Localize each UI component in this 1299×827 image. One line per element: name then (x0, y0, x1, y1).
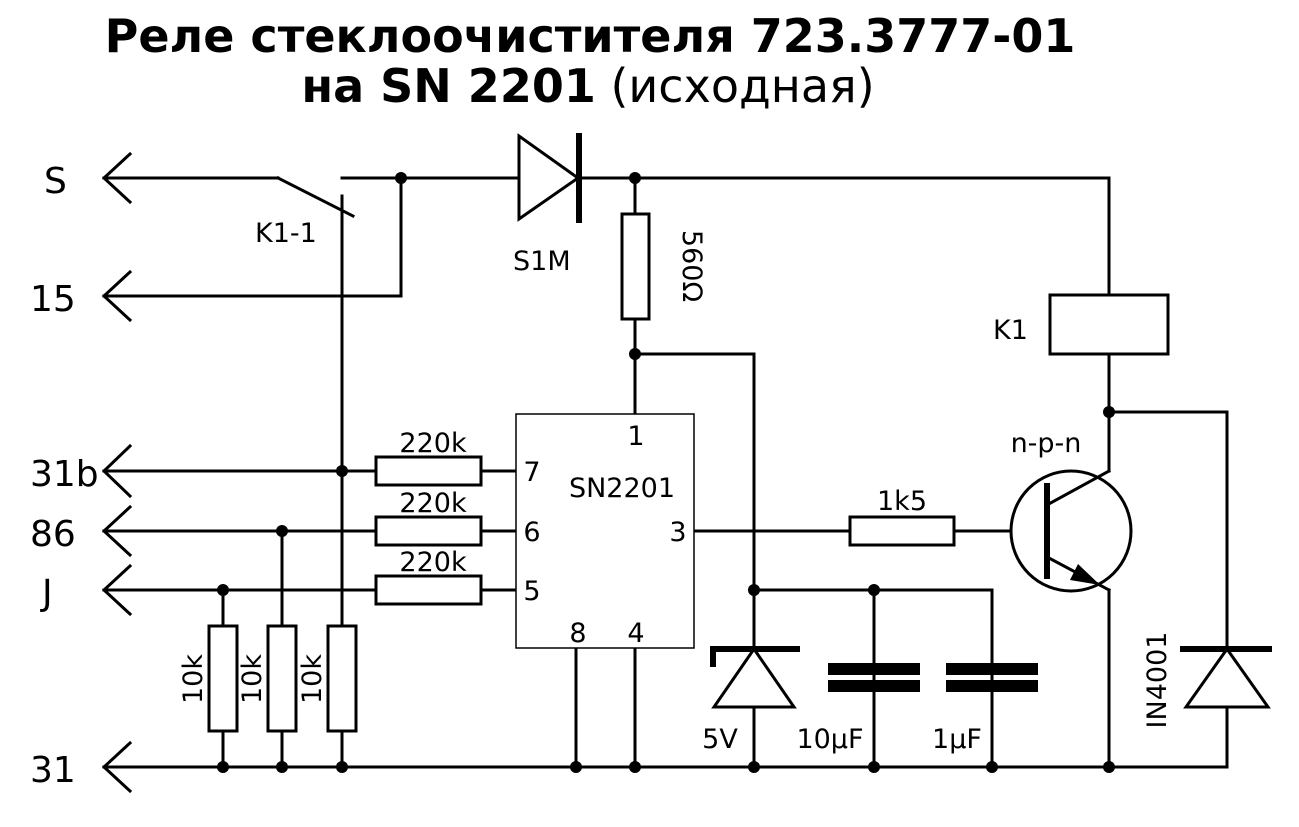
resistor-1k5 (848, 515, 956, 547)
relay-contact-label: K1-1 (255, 218, 317, 249)
resistor-10k-2-label: 10k (237, 654, 268, 704)
terminal-86-label: 86 (30, 514, 76, 555)
ic-sn2201 (515, 413, 695, 649)
flyback-diode-label: IN4001 (1142, 632, 1173, 729)
relay-coil-k1-label: K1 (993, 315, 1028, 346)
resistor-220k-31b (374, 455, 483, 487)
resistor-10k-3-label: 10k (297, 654, 328, 704)
resistor-10k-1 (207, 624, 239, 733)
resistor-220k-86 (374, 515, 483, 547)
terminal-s-label: S (44, 161, 67, 202)
diode-s1m-label: S1M (513, 246, 571, 277)
resistor-1k5-label: 1k5 (877, 486, 927, 517)
ic-pin-1: 1 (627, 421, 644, 452)
ic-pin-7: 7 (523, 457, 540, 488)
diagram-title-line2-normal: (исходная) (596, 59, 875, 113)
ic-sn2201-label: SN2201 (569, 473, 675, 504)
ic-pin-8: 8 (569, 618, 586, 649)
diode-s1m (517, 133, 582, 223)
capacitor-1uf (946, 663, 1038, 692)
capacitor-10uf-label: 10µF (796, 724, 863, 755)
ic-pin-5: 5 (523, 576, 540, 607)
ic-pin-6: 6 (523, 517, 540, 548)
capacitor-10uf (828, 663, 920, 692)
terminal-15-label: 15 (30, 279, 76, 320)
resistor-10k-1-label: 10k (178, 654, 209, 704)
resistor-220k-j (374, 574, 483, 606)
transistor-npn-label: n-p-n (1011, 428, 1082, 459)
resistor-560-label: 560Ω (676, 230, 707, 302)
flyback-diode (1180, 646, 1272, 709)
terminal-j-label: J (40, 573, 53, 614)
ic-pin-3: 3 (669, 517, 686, 548)
resistor-560 (620, 212, 651, 321)
resistor-220k-31b-label: 220k (399, 428, 467, 459)
resistor-220k-j-label: 220k (399, 547, 467, 578)
diagram-title-line1: Реле стеклоочистителя 723.3777-01 (105, 9, 1076, 63)
resistor-10k-3 (326, 624, 358, 733)
transistor-npn (1009, 468, 1133, 593)
relay-coil-k1 (1048, 293, 1170, 356)
zener-diode-label: 5V (702, 724, 738, 755)
junction-dots (217, 172, 1115, 773)
zener-diode-5v (710, 646, 800, 709)
ic-pin-4: 4 (627, 618, 644, 649)
diagram-title-line2: на SN 2201 (исходная) (301, 59, 874, 113)
resistor-220k-86-label: 220k (399, 488, 467, 519)
resistor-10k-2 (266, 624, 298, 733)
terminal-31-label: 31 (30, 750, 76, 791)
capacitor-1uf-label: 1µF (932, 724, 982, 755)
terminal-31b-label: 31b (30, 454, 99, 495)
diagram-title-line2-bold: на SN 2201 (301, 59, 596, 113)
